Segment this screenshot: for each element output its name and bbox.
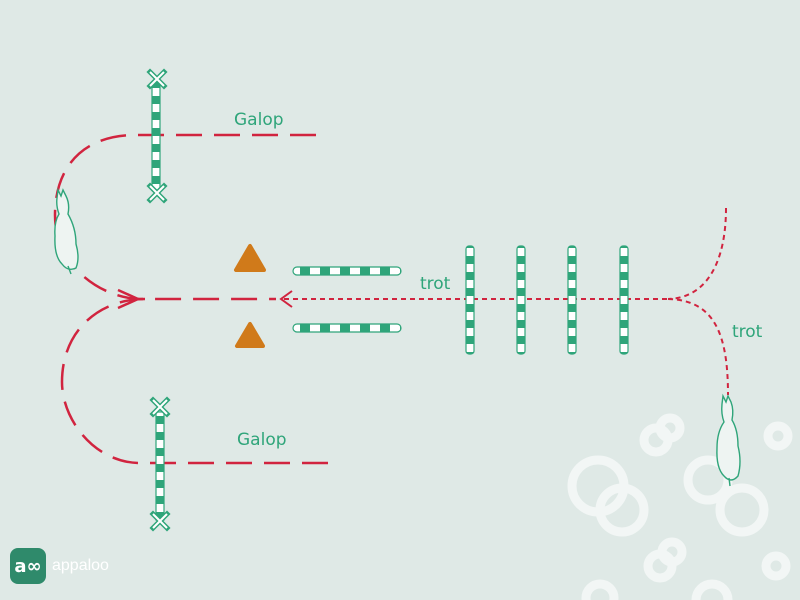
pole-icon (619, 245, 629, 355)
arrow-icon (279, 290, 293, 308)
pole-icon (292, 323, 402, 333)
galop-label-bottom: Galop (237, 430, 287, 450)
pole-icon (567, 245, 577, 355)
pole-icon (151, 81, 161, 191)
cone-icon (234, 244, 266, 272)
brand-logo: a∞ appaloo (10, 548, 109, 584)
pole-icon (465, 245, 475, 355)
logo-icon: a∞ (10, 548, 46, 584)
pole-icon (292, 266, 402, 276)
background-decoration (567, 413, 793, 600)
pole-icon (516, 245, 526, 355)
cross-pole-bottom (149, 396, 171, 532)
trot-label-right: trot (732, 322, 763, 342)
cross-pole-top (146, 68, 168, 204)
horse-icon (54, 187, 79, 275)
galop-label-top: Galop (234, 110, 284, 130)
arrowhead-left-loop (117, 288, 142, 310)
brand-name: appaloo (52, 557, 109, 574)
trot-label-center: trot (420, 274, 451, 294)
cone-icon (235, 322, 265, 348)
trot-path (284, 207, 729, 396)
pole-icon (155, 411, 165, 521)
galop-path (53, 133, 328, 465)
cones (234, 244, 266, 348)
corridor-poles (292, 266, 402, 333)
cavaletti-poles (465, 245, 629, 355)
horse-icon (716, 393, 741, 487)
